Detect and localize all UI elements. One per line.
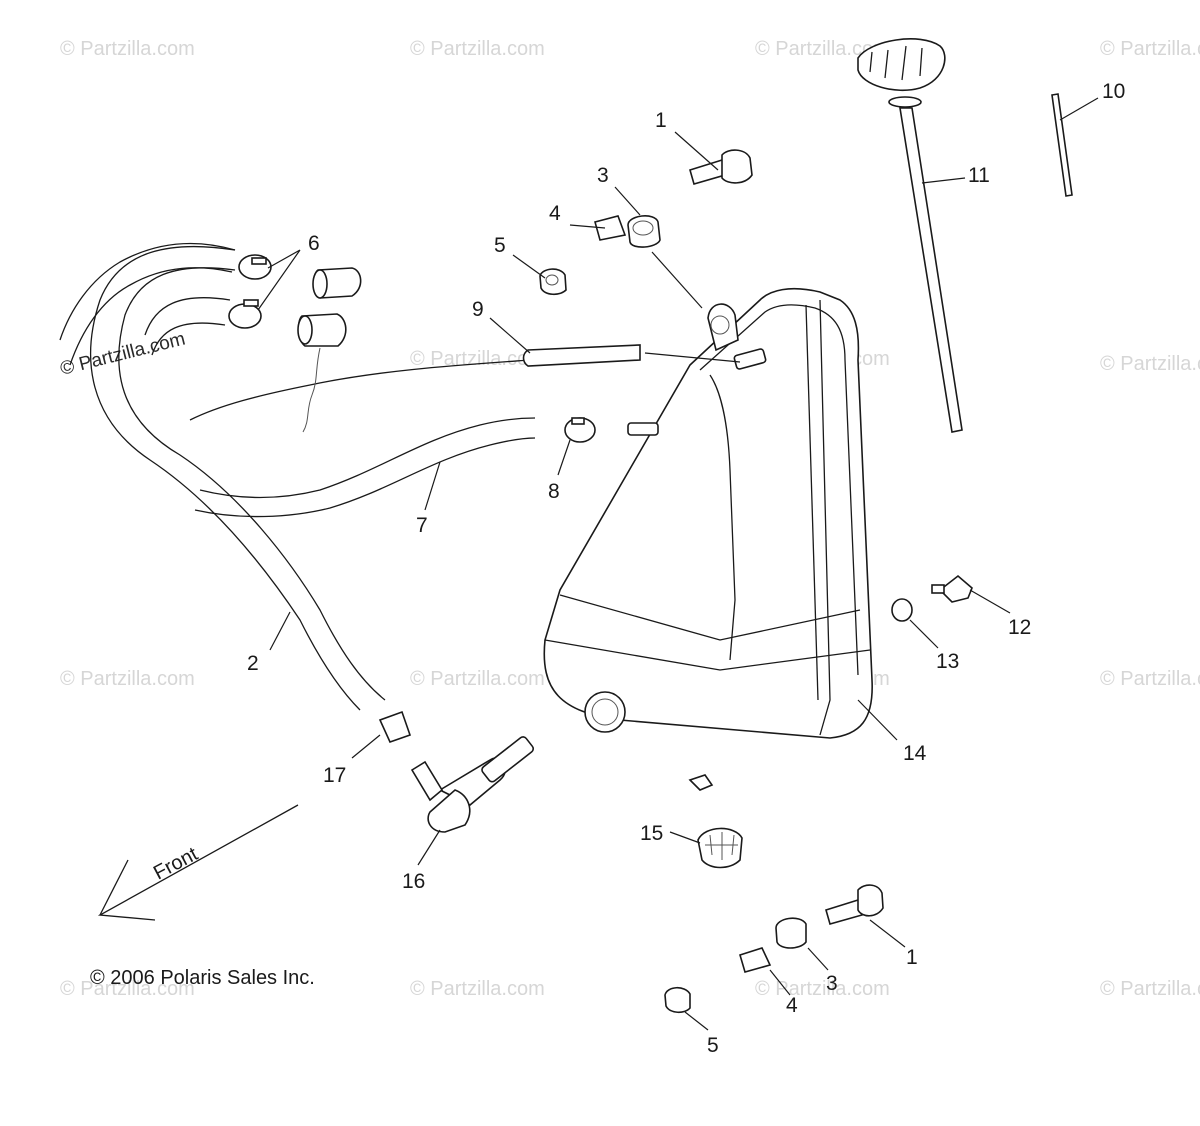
callout-16: 16 [402, 870, 425, 893]
callout-labels: 1 3 4 5 6 9 10 11 8 7 2 12 13 14 17 16 1… [247, 80, 1125, 1057]
callout-4: 4 [786, 994, 798, 1017]
callout-5: 5 [494, 234, 506, 257]
hardware-bottom [664, 884, 884, 1014]
callout-2: 2 [247, 652, 259, 675]
clamp-8 [564, 417, 596, 443]
watermark: © Partzilla.com [60, 38, 195, 60]
watermark: © Partzilla.com [1100, 978, 1200, 1000]
sleeve-17 [378, 710, 412, 743]
callout-14: 14 [903, 742, 927, 765]
washer-13 [891, 598, 913, 622]
callout-11: 11 [968, 164, 990, 187]
oil-tank [543, 287, 873, 791]
leader-lines [257, 97, 1099, 1031]
hose-assembly [59, 242, 536, 711]
watermark: © Partzilla.com [410, 348, 545, 370]
dipstick-11 [857, 38, 963, 433]
front-arrow: Front [97, 804, 299, 921]
callout-5: 5 [707, 1034, 719, 1057]
fitting-12 [931, 574, 973, 603]
watermark: © Partzilla.com [1100, 38, 1200, 60]
callout-3: 3 [826, 972, 838, 995]
callout-4: 4 [549, 202, 561, 225]
watermark: © Partzilla.com [1100, 353, 1200, 375]
watermark: © Partzilla.com [1100, 668, 1200, 690]
callout-1: 1 [655, 109, 667, 132]
callout-12: 12 [1008, 616, 1031, 639]
watermark: © Partzilla.com [410, 978, 545, 1000]
watermark: © Partzilla.com [755, 978, 890, 1000]
watermark-layer: © Partzilla.com © Partzilla.com © Partzi… [58, 38, 1200, 1000]
callout-9: 9 [472, 298, 484, 321]
callout-13: 13 [936, 650, 959, 673]
callout-10: 10 [1102, 80, 1125, 103]
clamp-group-6 [228, 254, 362, 433]
callout-8: 8 [548, 480, 560, 503]
pin-10 [1051, 93, 1073, 197]
callout-7: 7 [416, 514, 428, 537]
breather-tube-9 [522, 344, 641, 367]
watermark: © Partzilla.com [60, 978, 195, 1000]
watermark: © Partzilla.com [410, 38, 545, 60]
elbow-fitting-16 [410, 736, 535, 833]
callout-15: 15 [640, 822, 663, 845]
watermark: © Partzilla.com [60, 668, 195, 690]
copyright-notice: © 2006 Polaris Sales Inc. [90, 967, 315, 989]
watermark-dark: © Partzilla.com [58, 329, 187, 380]
callout-6: 6 [308, 232, 320, 255]
grommet-15 [697, 827, 743, 869]
hardware-top [539, 149, 753, 296]
callout-17: 17 [323, 764, 346, 787]
callout-3: 3 [597, 164, 609, 187]
watermark: © Partzilla.com [410, 668, 545, 690]
watermark: © Partzilla.com [755, 38, 890, 60]
callout-1: 1 [906, 946, 918, 969]
direction-label: Front [150, 843, 202, 885]
